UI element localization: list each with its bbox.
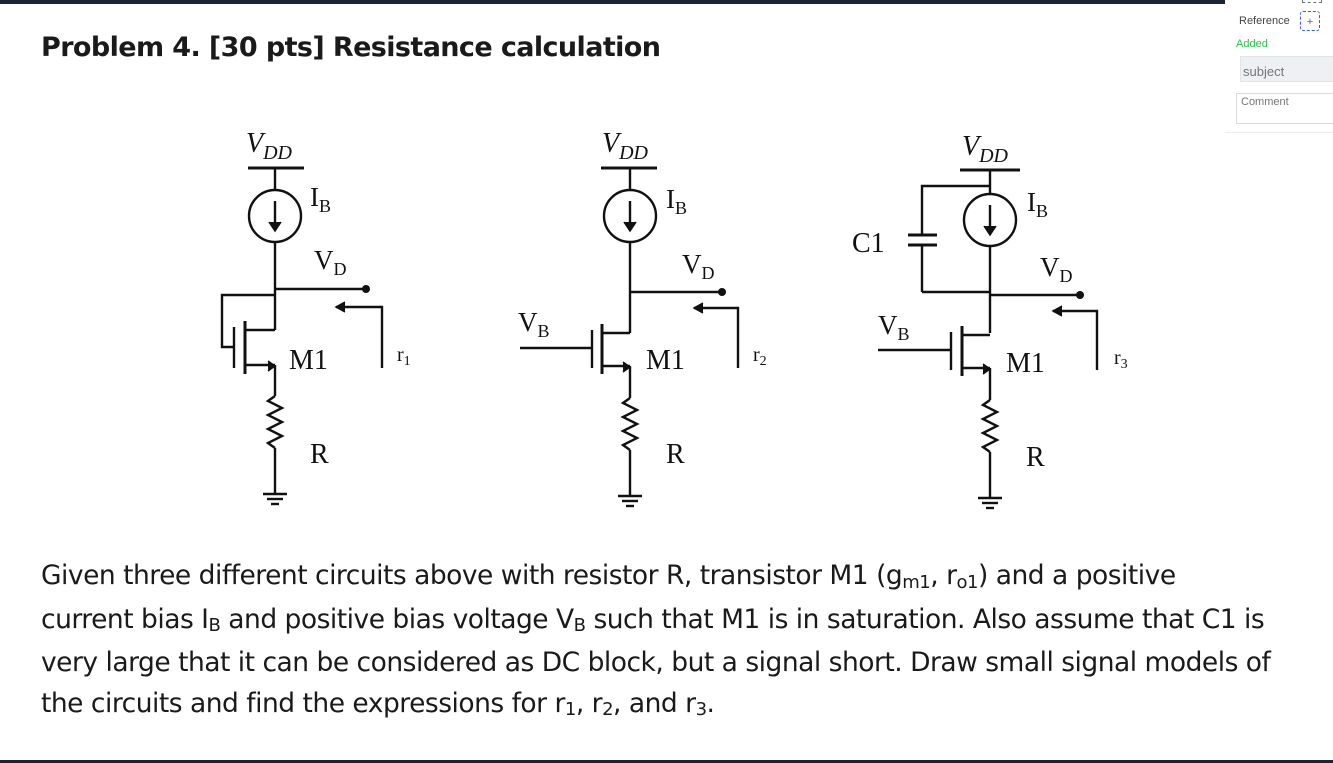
svg-text:VDD: VDD: [962, 131, 1009, 167]
plus-icon: +: [1306, 16, 1314, 28]
circuit-2-labels: VDD IB VD VB M1 R r2: [518, 128, 767, 470]
circuit-2: VDD IB VD VB M1 R r2: [518, 128, 767, 508]
svg-text:IB: IB: [310, 182, 331, 216]
problem-title: Problem 4. [30 pts] Resistance calculati…: [41, 32, 661, 63]
description-line-4: the circuits and find the expressions fo…: [41, 687, 715, 721]
circuit-diagrams: VDD IB VD M1 R r1 VDD IB: [220, 128, 1128, 510]
svg-text:VDD: VDD: [602, 128, 649, 164]
comment-input[interactable]: [1236, 93, 1333, 124]
circuit-3: VDD IB C1 VD VB M1 R r3: [852, 131, 1128, 510]
description-line-1: Given three different circuits above wit…: [41, 560, 1176, 593]
svg-text:r3: r3: [1114, 347, 1128, 372]
description-line-3: very large that it can be considered as …: [41, 647, 1271, 678]
svg-text:R: R: [1026, 442, 1045, 473]
svg-text:M1: M1: [289, 345, 328, 376]
svg-text:r2: r2: [753, 344, 767, 369]
bottom-border: [0, 760, 1333, 763]
circuit-1-labels: VDD IB VD M1 R r1: [246, 128, 411, 470]
add-reference-button[interactable]: +: [1300, 11, 1320, 31]
problem-description: Given three different circuits above wit…: [41, 556, 1333, 727]
svg-text:M1: M1: [646, 345, 685, 376]
annotation-panel: Reference + Added: [1225, 0, 1333, 133]
svg-text:VD: VD: [314, 245, 347, 279]
svg-text:R: R: [310, 439, 329, 470]
status-badge: Added: [1236, 38, 1268, 50]
svg-text:IB: IB: [1027, 187, 1048, 221]
svg-text:M1: M1: [1006, 348, 1045, 379]
reference-label: Reference: [1239, 15, 1290, 27]
svg-text:VB: VB: [878, 310, 910, 344]
svg-text:VDD: VDD: [246, 128, 293, 164]
circuit-1: VDD IB VD M1 R r1: [220, 128, 411, 506]
svg-text:VD: VD: [682, 249, 715, 283]
svg-text:VD: VD: [1040, 252, 1073, 286]
svg-text:C1: C1: [852, 228, 885, 259]
svg-text:IB: IB: [666, 184, 687, 218]
panel-handle[interactable]: [1302, 0, 1322, 3]
subject-input[interactable]: [1240, 56, 1333, 82]
svg-text:R: R: [666, 439, 685, 470]
svg-text:VB: VB: [518, 307, 550, 341]
description-line-2: current bias IB and positive bias voltag…: [41, 603, 1265, 637]
circuit-3-labels: VDD IB C1 VD VB M1 R r3: [852, 131, 1128, 473]
svg-text:r1: r1: [397, 344, 411, 369]
top-border: [0, 0, 1225, 4]
